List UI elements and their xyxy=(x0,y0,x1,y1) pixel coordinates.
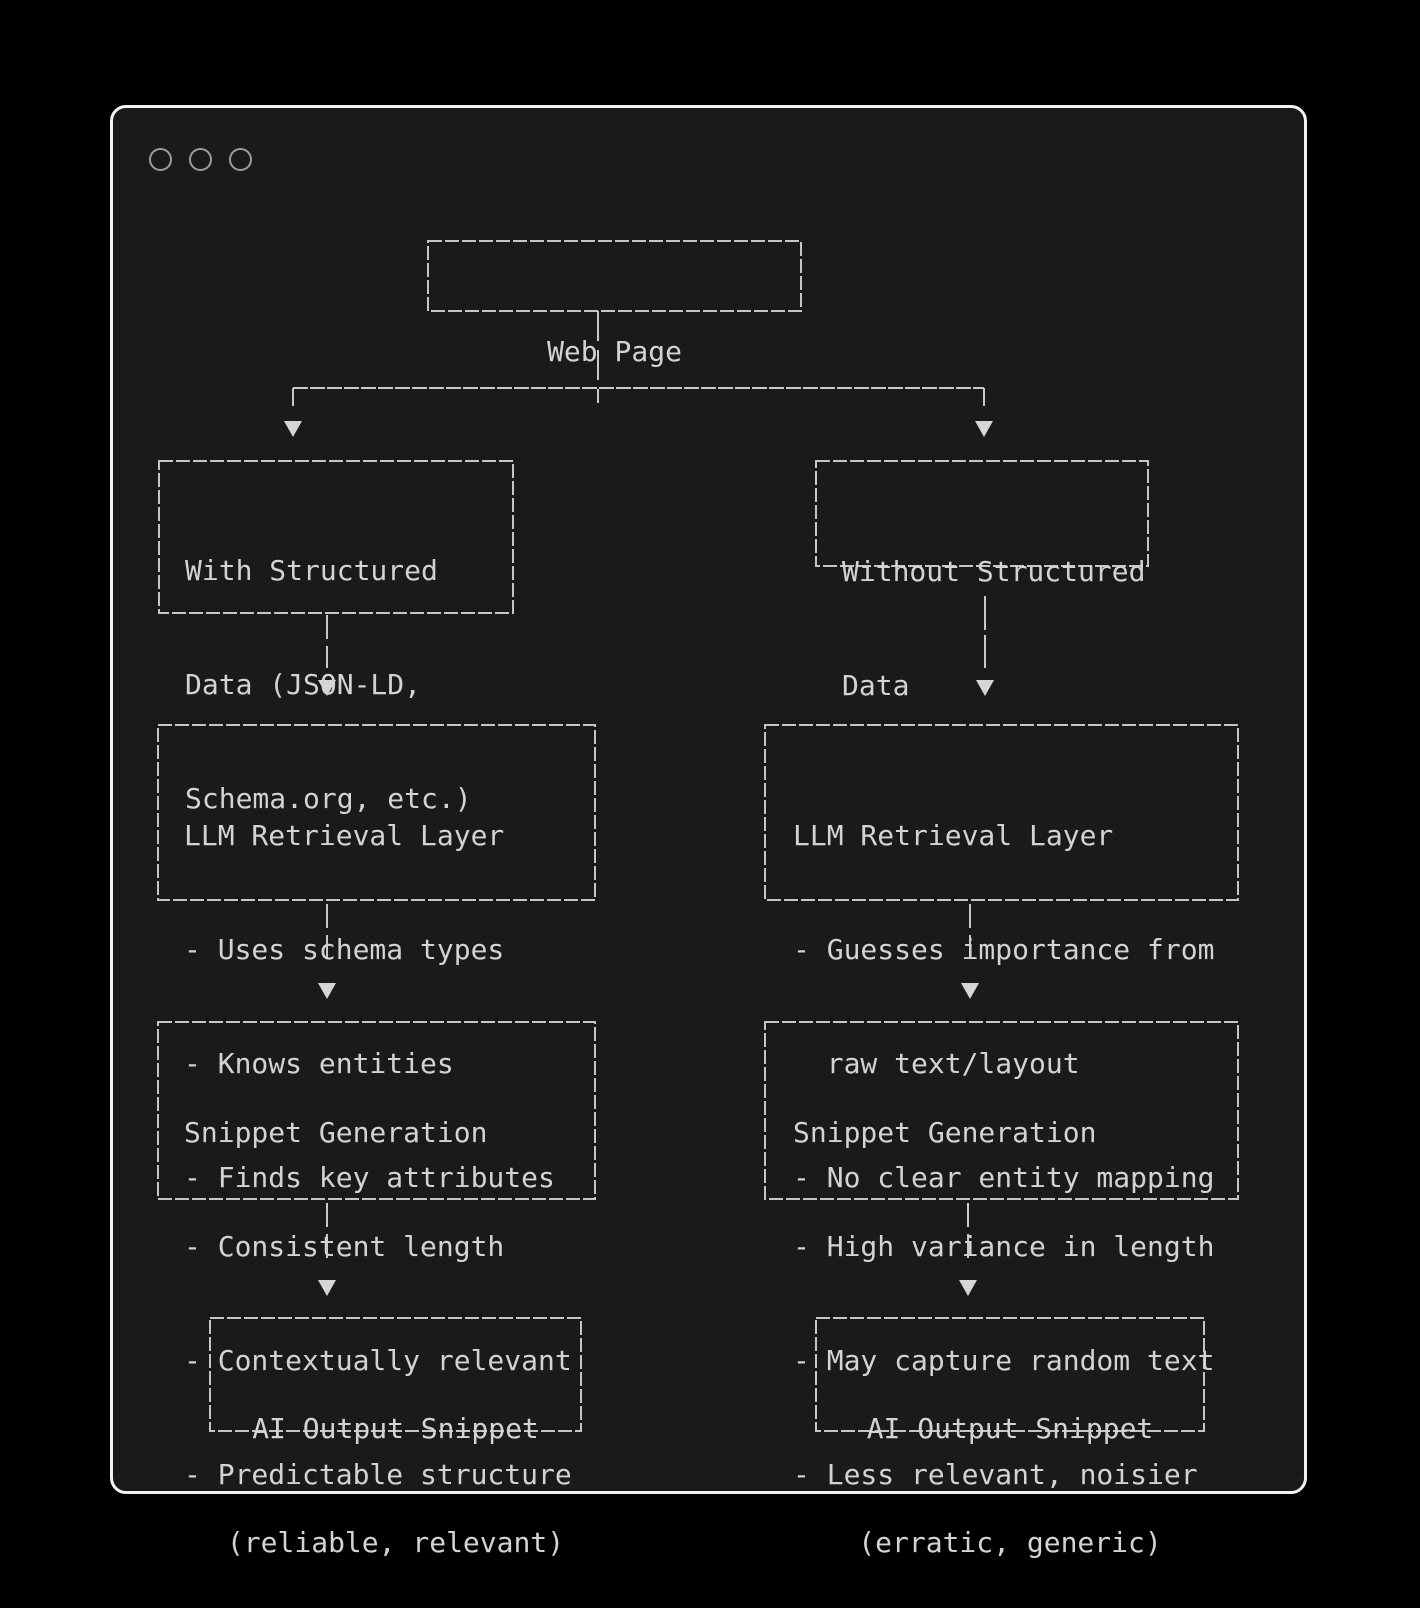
node-snippet-generation-right: Snippet Generation - High variance in le… xyxy=(793,1038,1214,1570)
node-border-output-right xyxy=(815,1317,1205,1432)
arrow-down-icon xyxy=(961,983,979,999)
node-text-line: AI Output Snippet xyxy=(866,1412,1154,1445)
node-text-line: With Structured xyxy=(185,554,438,587)
window-close-icon[interactable] xyxy=(149,148,172,171)
node-text-line: Web Page xyxy=(547,335,682,368)
arrow-down-icon xyxy=(318,680,336,696)
node-text-line: Snippet Generation xyxy=(793,1116,1097,1149)
node-text-line: - Finds key attributes xyxy=(184,1161,555,1194)
window-zoom-icon[interactable] xyxy=(229,148,252,171)
node-web-page: Web Page xyxy=(428,257,801,447)
arrow-down-icon xyxy=(959,1280,977,1296)
node-text-line: - May capture random text xyxy=(793,1344,1215,1377)
node-text-line: - Less relevant, noisier xyxy=(793,1458,1198,1491)
node-text-line: Snippet Generation xyxy=(184,1116,488,1149)
node-text-line: AI Output Snippet xyxy=(252,1412,539,1445)
node-text-line: raw text/layout xyxy=(793,1047,1080,1080)
flowchart-canvas xyxy=(157,240,1239,1432)
node-border-without-structured xyxy=(815,460,1149,567)
node-llm-retrieval-left: LLM Retrieval Layer - Uses schema types … xyxy=(184,741,555,1273)
app-window: Web Page With Structured Data (JSON-LD, … xyxy=(110,105,1307,1559)
node-text-line: Data xyxy=(842,669,910,702)
node-text-line: - Contextually relevant xyxy=(184,1344,572,1377)
node-text-line: (erratic, generic) xyxy=(858,1526,1162,1559)
node-ai-output-left: AI Output Snippet (reliable, relevant) xyxy=(210,1334,581,1608)
node-text-line: LLM Retrieval Layer xyxy=(184,819,505,852)
arrow-down-icon xyxy=(284,421,302,437)
traffic-light-buttons xyxy=(149,148,252,171)
node-with-structured-data: With Structured Data (JSON-LD, Schema.or… xyxy=(185,476,472,894)
node-snippet-generation-left: Snippet Generation - Consistent length -… xyxy=(184,1038,572,1570)
arrow-down-icon xyxy=(976,680,994,696)
node-border-snippet-right xyxy=(764,1021,1239,1200)
node-border-with-structured xyxy=(158,460,514,614)
node-text-line: (reliable, relevant) xyxy=(226,1526,565,1559)
node-text-line: - Knows entities xyxy=(184,1047,454,1080)
node-text-line: Data (JSON-LD, xyxy=(185,668,422,701)
node-text-line: Schema.org, etc.) xyxy=(185,782,472,815)
node-text-line: - High variance in length xyxy=(793,1230,1215,1263)
node-text-line: - Guesses importance from xyxy=(793,933,1215,966)
node-text-line: - Uses schema types xyxy=(184,933,505,966)
node-border-snippet-left xyxy=(157,1021,596,1200)
node-text-line: Without Structured xyxy=(842,555,1146,588)
node-without-structured-data: Without Structured Data xyxy=(842,477,1145,781)
node-border-llm-right xyxy=(764,724,1239,901)
node-text-line: - Consistent length xyxy=(184,1230,505,1263)
node-text-line: - No clear entity mapping xyxy=(793,1161,1215,1194)
arrow-down-icon xyxy=(318,983,336,999)
node-border-output-left xyxy=(209,1317,582,1432)
node-llm-retrieval-right: LLM Retrieval Layer - Guesses importance… xyxy=(793,741,1214,1273)
arrow-down-icon xyxy=(318,1280,336,1296)
node-border-web-page xyxy=(427,240,802,312)
node-text-line: - Predictable structure xyxy=(184,1458,572,1491)
arrow-down-icon xyxy=(975,421,993,437)
node-text-line: LLM Retrieval Layer xyxy=(793,819,1114,852)
window-minimize-icon[interactable] xyxy=(189,148,212,171)
node-ai-output-right: AI Output Snippet (erratic, generic) xyxy=(816,1334,1204,1608)
